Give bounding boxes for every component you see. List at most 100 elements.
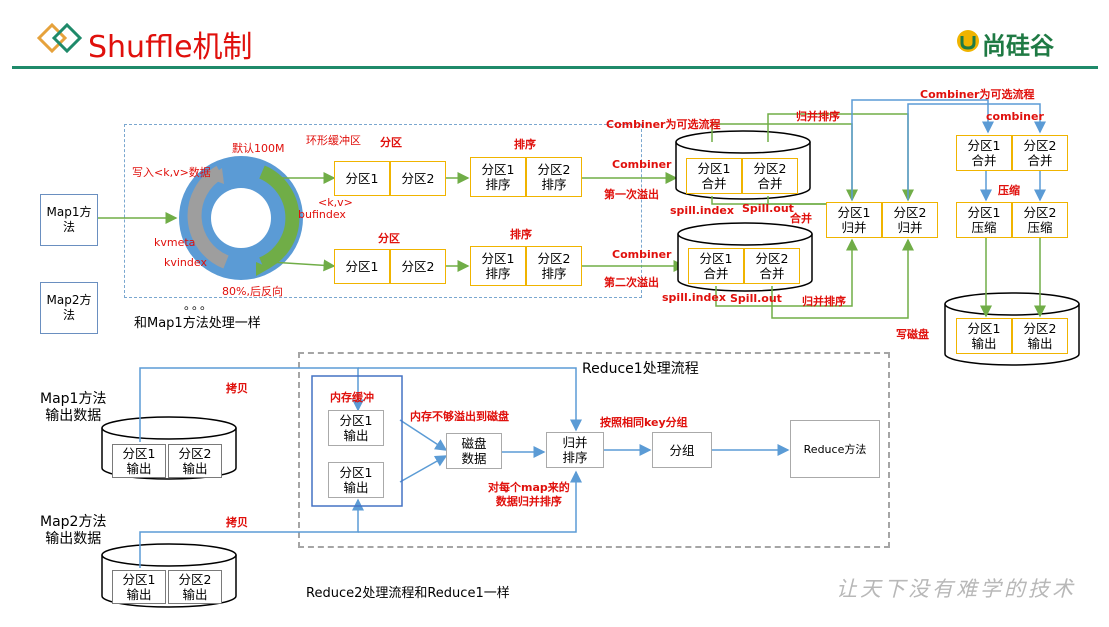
map1-out-p2: 分区2 输出 [168, 444, 222, 478]
map1-method-box: Map1方法 [40, 194, 98, 246]
reduce2-note: Reduce2处理流程和Reduce1一样 [306, 586, 510, 601]
box-label: 分区1 输出 [339, 465, 373, 495]
merged-p1: 分区1 归并 [826, 202, 882, 238]
box-label: 分区1 压缩 [967, 205, 1001, 235]
map1-label: Map1方法 [46, 205, 92, 234]
combine-p1: 分区1 合并 [956, 135, 1012, 171]
slogan: 让天下没有难学的技术 [836, 577, 1076, 601]
box-label: 分区1 输出 [967, 321, 1001, 351]
kvindex-label: kvindex [164, 256, 207, 269]
box-label: 分区2 排序 [537, 162, 571, 192]
kv-label: <k,v> [318, 196, 353, 209]
combiner-lc-label: combiner [986, 110, 1044, 123]
map2-out-p1: 分区1 输出 [112, 570, 166, 604]
ring-buffer [179, 156, 303, 280]
merge-sort-label-top: 归并排序 [796, 110, 840, 123]
spill2-partition1: 分区1 [334, 249, 390, 284]
spill1-merge-p1: 分区1 合并 [686, 158, 742, 194]
box-label: 分区1 排序 [481, 162, 515, 192]
write-disk-label: 写磁盘 [896, 328, 929, 341]
box-label: 分区2 排序 [537, 251, 571, 281]
memory-buffer-frame [311, 375, 403, 507]
reduce-task-frame [298, 352, 890, 548]
box-label: 分区1 输出 [122, 446, 156, 476]
logo-icon [36, 20, 84, 56]
combiner-optional-label-2: Combiner为可选流程 [920, 88, 1035, 101]
spill1-partition1: 分区1 [334, 161, 390, 196]
spill-index-label-2: spill.index [662, 291, 726, 304]
combiner-optional-label: Combiner为可选流程 [606, 118, 721, 131]
copy-label-1: 拷贝 [226, 382, 248, 395]
spill1-partition1-sort: 分区1 排序 [470, 157, 526, 197]
spill2-merge-p2: 分区2 合并 [744, 248, 800, 284]
merge-label: 合并 [790, 212, 812, 225]
box-label: 分区2 压缩 [1023, 205, 1057, 235]
group-by-key-label: 按照相同key分组 [600, 416, 688, 429]
map-task-frame [124, 124, 642, 298]
box-label: 归并 排序 [562, 435, 588, 465]
output-p1: 分区1 输出 [956, 318, 1012, 354]
mem-overflow-label: 内存不够溢出到磁盘 [410, 410, 509, 423]
combine-p2: 分区2 合并 [1012, 135, 1068, 171]
spill2-label: 第二次溢出 [604, 276, 659, 289]
box-label: 分区2 [401, 259, 435, 274]
spill2-merge-p1: 分区1 合并 [688, 248, 744, 284]
compress-p1: 分区1 压缩 [956, 202, 1012, 238]
box-label: 分区2 合并 [755, 251, 789, 281]
map2-out-p2: 分区2 输出 [168, 570, 222, 604]
map2-output-label: Map2方法 输出数据 [40, 514, 107, 547]
map2-note: 和Map1方法处理一样 [134, 316, 261, 331]
brand-logo-icon [956, 28, 980, 54]
box-label: 分区2 合并 [753, 161, 787, 191]
box-label: 分区2 输出 [178, 572, 212, 602]
bufindex-label: bufindex [298, 208, 346, 221]
box-label: 分区2 [401, 171, 435, 186]
map1-output-label: Map1方法 输出数据 [40, 391, 107, 424]
box-label: 分区2 合并 [1023, 138, 1057, 168]
merge-sort-box: 归并 排序 [546, 432, 604, 468]
merged-p2: 分区2 归并 [882, 202, 938, 238]
box-label: Reduce方法 [803, 442, 867, 456]
spill2-partition2: 分区2 [390, 249, 446, 284]
group-box: 分组 [652, 432, 712, 468]
spill1-partition2-sort: 分区2 排序 [526, 157, 582, 197]
spill-out-label-1: Spill.out [742, 202, 794, 215]
map2-method-box: Map2方法 [40, 282, 98, 334]
spill1-partition2: 分区2 [390, 161, 446, 196]
box-label: 分区1 输出 [339, 413, 373, 443]
partition-label-2: 分区 [378, 232, 400, 245]
box-label: 分区1 排序 [481, 251, 515, 281]
spill2-partition1-sort: 分区1 排序 [470, 246, 526, 286]
output-p2: 分区2 输出 [1012, 318, 1068, 354]
box-label: 分区2 输出 [178, 446, 212, 476]
threshold-label: 80%,后反向 [222, 285, 283, 298]
spill-out-label-2: Spill.out [730, 292, 782, 305]
partition-label-1: 分区 [380, 136, 402, 149]
kvmeta-label: kvmeta [154, 236, 196, 249]
combiner-label-2: Combiner [612, 248, 672, 261]
brand-name: 尚硅谷 [982, 32, 1054, 60]
merge-each-map-label: 对每个map来的 数据归并排序 [488, 481, 570, 508]
spill1-merge-p2: 分区2 合并 [742, 158, 798, 194]
box-label: 磁盘 数据 [461, 436, 487, 466]
combiner-label-1: Combiner [612, 158, 672, 171]
copy-label-2: 拷贝 [226, 516, 248, 529]
compress-label: 压缩 [998, 184, 1020, 197]
memory-buffer-label: 内存缓冲 [330, 391, 374, 404]
box-label: 分区2 输出 [1023, 321, 1057, 351]
map1-out-p1: 分区1 输出 [112, 444, 166, 478]
box-label: 分区1 合并 [967, 138, 1001, 168]
sort-label-1: 排序 [514, 138, 536, 151]
write-kv-label: 写入<k,v>数据 [132, 166, 211, 179]
box-label: 分区1 合并 [697, 161, 731, 191]
sort-label-2: 排序 [510, 228, 532, 241]
page-title: Shuffle机制 [88, 30, 253, 65]
mem-p1-b: 分区1 输出 [328, 462, 384, 498]
box-label: 分区2 归并 [893, 205, 927, 235]
box-label: 分区1 [345, 259, 379, 274]
ring-buffer-label: 环形缓冲区 [306, 134, 361, 147]
box-label: 分区1 归并 [837, 205, 871, 235]
box-label: 分组 [669, 442, 695, 458]
spill1-label: 第一次溢出 [604, 188, 659, 201]
mem-p1-a: 分区1 输出 [328, 410, 384, 446]
